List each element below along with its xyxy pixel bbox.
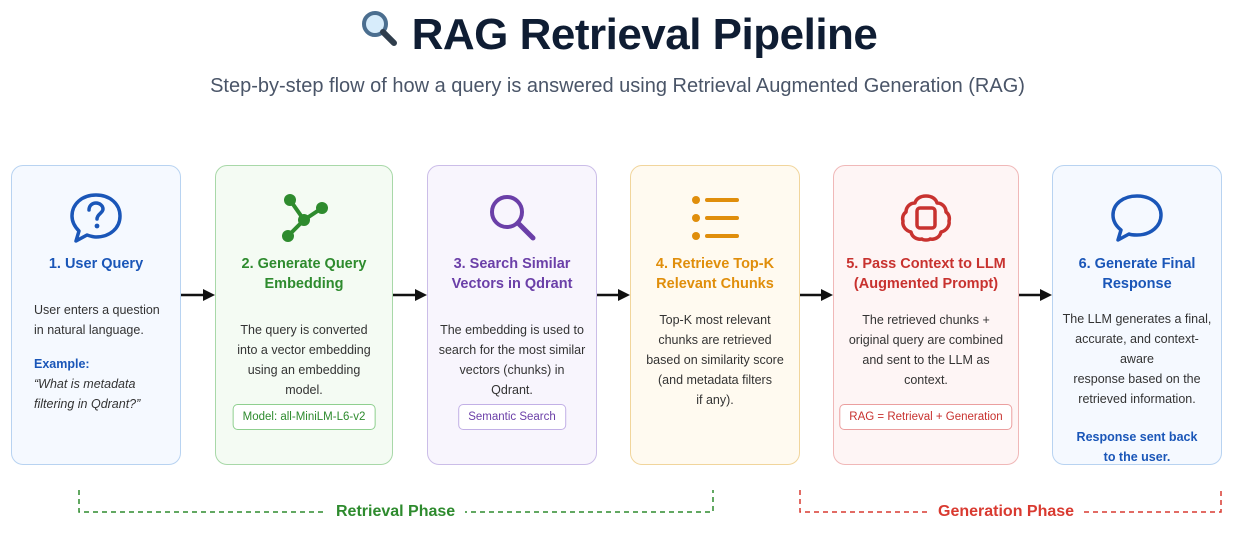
step-title: 6. Generate Final Response — [1078, 256, 1196, 292]
page-subtitle: Step-by-step flow of how a query is answ… — [210, 75, 1025, 97]
page-title: RAG Retrieval Pipeline — [0, 10, 1235, 63]
step-card-embedding: 2. Generate Query Embedding The query is… — [215, 165, 393, 465]
arrow-icon — [1019, 289, 1052, 301]
final-note: Response sent back — [1076, 430, 1198, 444]
example-text: filtering in Qdrant?” — [34, 397, 141, 411]
step-description: The LLM generates a final, accurate, and… — [1059, 309, 1215, 467]
network-nodes-icon — [216, 190, 392, 246]
arrow-icon — [800, 289, 833, 301]
generation-phase-label: Generation Phase — [928, 503, 1085, 521]
model-tag: Model: all-MiniLM-L6-v2 — [232, 404, 376, 430]
semantic-search-tag: Semantic Search — [458, 404, 566, 430]
arrow-icon — [393, 289, 427, 301]
list-icon — [631, 190, 799, 246]
example-label: Example: — [34, 357, 90, 371]
step-description: The query is converted into a vector emb… — [237, 323, 371, 397]
step-title: 1. User Query — [48, 256, 144, 272]
step-card-llm-context: 5. Pass Context to LLM (Augmented Prompt… — [833, 165, 1019, 465]
step-title: 3. Search Similar Vectors in Qdrant — [451, 256, 573, 292]
example-text: “What is metadata — [34, 377, 136, 391]
step-description: Top-K most relevant chunks are retrieved… — [646, 313, 784, 407]
step-card-final-response: 6. Generate Final Response The LLM gener… — [1052, 165, 1222, 465]
step-card-search: 3. Search Similar Vectors in Qdrant The … — [427, 165, 597, 465]
title-text: RAG Retrieval Pipeline — [411, 10, 878, 59]
step-description: The retrieved chunks + original query ar… — [848, 313, 1004, 387]
arrow-icon — [597, 289, 630, 301]
search-icon — [428, 190, 596, 246]
brain-chip-icon — [834, 190, 1018, 246]
rag-formula-tag: RAG = Retrieval + Generation — [839, 404, 1013, 430]
final-note: to the user. — [1103, 450, 1171, 464]
magnifier-icon — [358, 8, 398, 59]
step-title: 2. Generate Query Embedding — [241, 256, 367, 292]
question-bubble-icon — [12, 190, 180, 246]
step-title: 5. Pass Context to LLM (Augmented Prompt… — [846, 256, 1006, 292]
chat-bubble-icon — [1053, 190, 1221, 246]
step-description: User enters a question in natural langua… — [34, 300, 166, 414]
generation-phase-bracket — [799, 490, 1222, 513]
arrow-icon — [181, 289, 215, 301]
retrieval-phase-bracket — [78, 490, 714, 513]
step-card-user-query: 1. User Query User enters a question in … — [11, 165, 181, 465]
step-card-retrieve: 4. Retrieve Top-K Relevant Chunks Top-K … — [630, 165, 800, 465]
step-title: 4. Retrieve Top-K Relevant Chunks — [655, 256, 775, 292]
step-description: The embedding is used to search for the … — [438, 323, 586, 397]
retrieval-phase-label: Retrieval Phase — [326, 503, 466, 521]
